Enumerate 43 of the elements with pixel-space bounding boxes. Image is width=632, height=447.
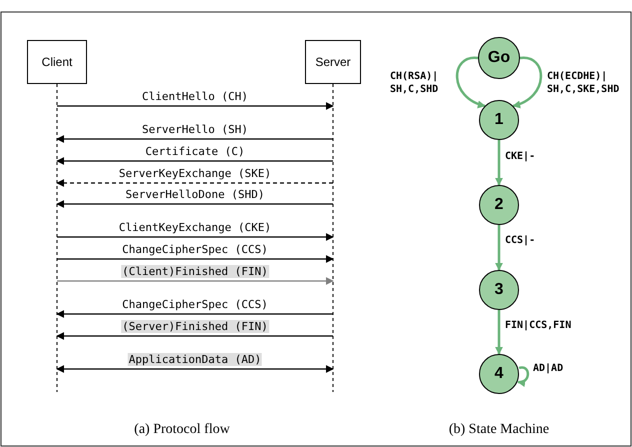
state-circle: Go (478, 37, 520, 79)
message-arrow (56, 310, 333, 318)
transition-arrow (517, 366, 530, 386)
transition-arrow (456, 56, 486, 108)
message-label: (Client)Finished (FIN) (121, 265, 269, 278)
message-arrow (56, 135, 333, 143)
state-circle: 2 (479, 185, 519, 225)
transition-arrow (495, 140, 503, 186)
message-arrow (57, 233, 334, 241)
message-arrow (56, 157, 333, 165)
transition-label: CKE|- (505, 150, 536, 163)
message-label: ServerHello (SH) (141, 123, 249, 136)
message-label: ServerKeyExchange (SKE) (118, 167, 272, 180)
figure-caption: (a) Protocol flow (134, 422, 230, 438)
transition-label: CH(RSA)| SH,C,SHD (390, 70, 440, 96)
message-arrow (57, 102, 334, 110)
transition-label: CH(ECDHE)| SH,C,SKE,SHD (547, 70, 620, 96)
transition-label: AD|AD (533, 362, 564, 375)
message-label: ServerHelloDone (SHD) (124, 188, 266, 201)
message-arrow (56, 365, 334, 373)
message-arrow (56, 179, 333, 187)
transition-arrow (512, 56, 542, 108)
state-circle: 1 (479, 100, 519, 140)
transition-label: CCS|- (505, 234, 536, 247)
figure-caption: (b) State Machine (448, 422, 550, 438)
transition-label: FIN|CCS,FIN (505, 319, 572, 332)
message-label: ChangeCipherSpec (CCS) (121, 243, 269, 256)
transition-arrow (495, 310, 503, 355)
message-arrow (56, 200, 333, 208)
state-circle: 3 (479, 270, 519, 310)
message-label: ClientHello (CH) (141, 90, 249, 103)
message-label: ApplicationData (AD) (128, 353, 262, 366)
message-label: ClientKeyExchange (CKE) (118, 221, 272, 234)
participant-box: Server (305, 40, 361, 84)
state-circle: 4 (479, 354, 519, 394)
message-arrow (57, 277, 334, 285)
message-arrow (56, 332, 333, 340)
message-arrow (57, 255, 334, 263)
transition-arrow (495, 225, 503, 271)
message-label: (Server)Finished (FIN) (121, 320, 269, 333)
message-label: ChangeCipherSpec (CCS) (121, 298, 269, 311)
participant-box: Client (27, 40, 87, 84)
message-label: Certificate (C) (144, 145, 246, 158)
